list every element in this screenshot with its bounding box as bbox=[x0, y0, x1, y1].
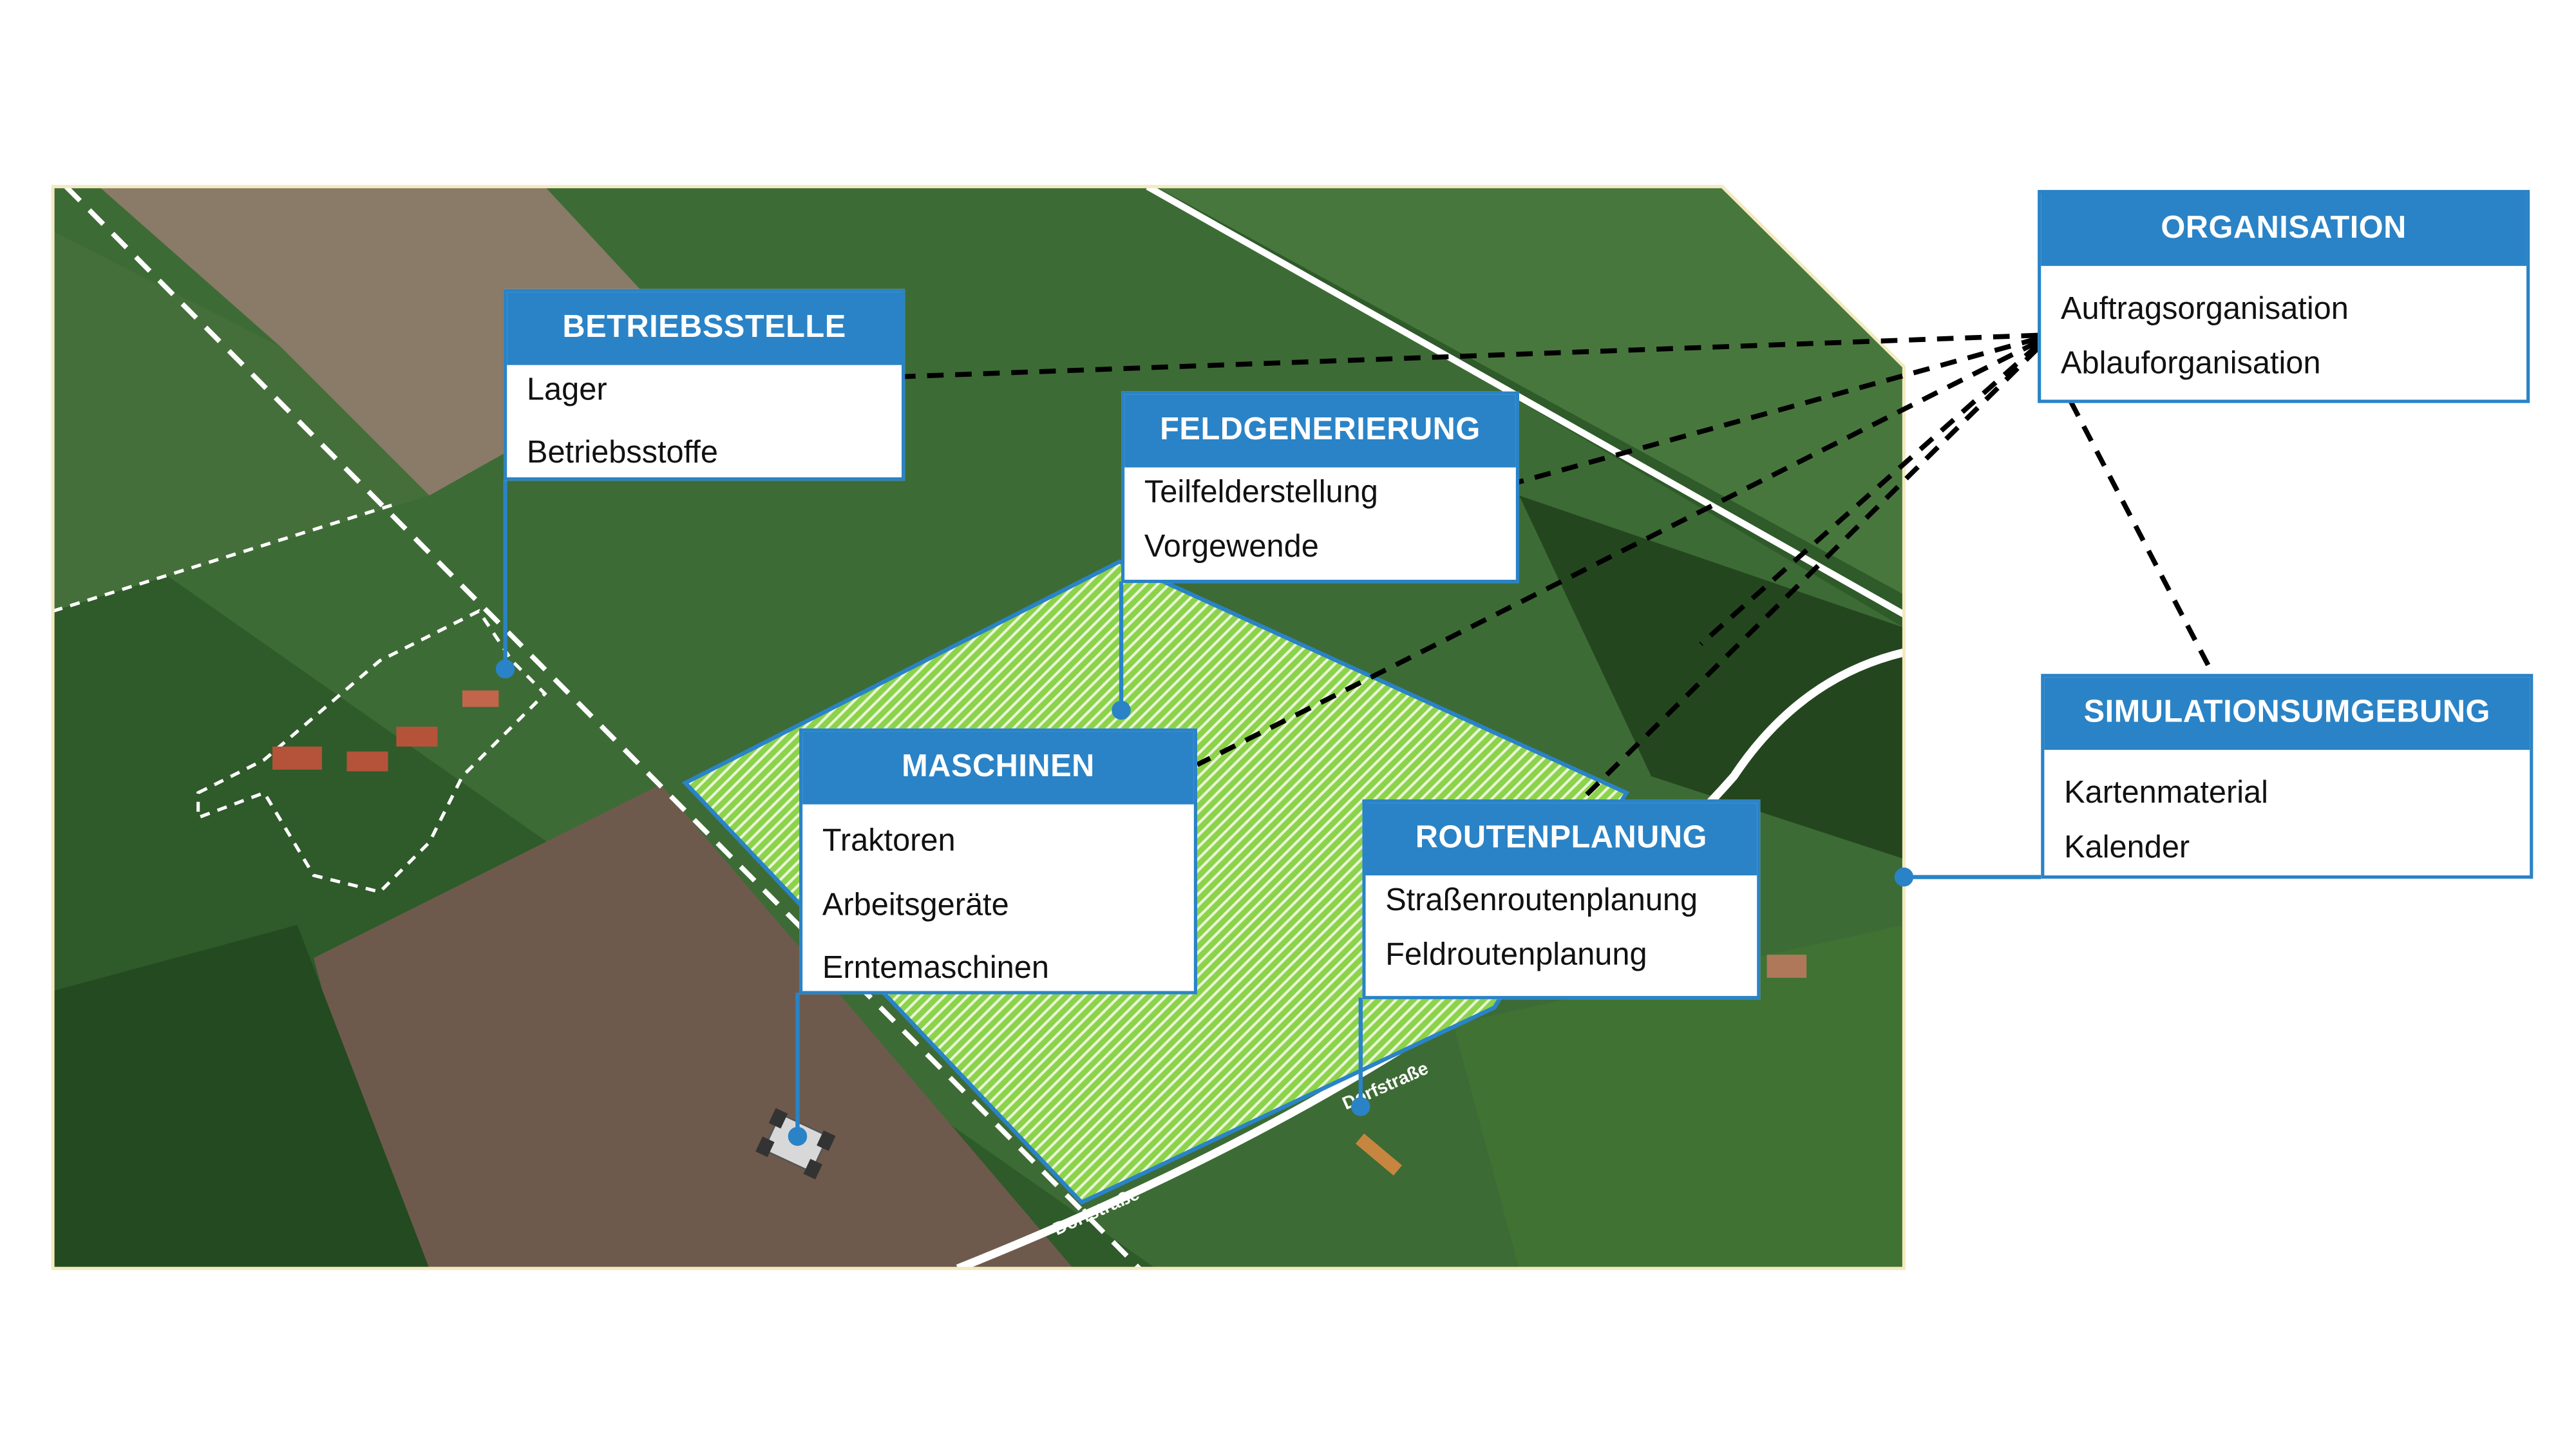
box-item: Vorgewende bbox=[1144, 530, 1319, 565]
brown-field-south bbox=[314, 784, 1074, 1269]
box-item: Auftragsorganisation bbox=[2060, 292, 2349, 327]
box-organisation: ORGANISATION Auftragsorganisation Ablauf… bbox=[2038, 189, 2530, 403]
box-title: ORGANISATION bbox=[2041, 193, 2527, 266]
box-item: Lager bbox=[526, 373, 607, 408]
box-routenplanung: ROUTENPLANUNG Straßenroutenplanung Feldr… bbox=[1362, 799, 1761, 1000]
box-feldgenerierung: FELDGENERIERUNG Teilfelderstellung Vorge… bbox=[1121, 391, 1519, 584]
box-item: Betriebsstoffe bbox=[526, 435, 718, 471]
box-title: SIMULATIONSUMGEBUNG bbox=[2044, 677, 2530, 750]
box-item: Traktoren bbox=[822, 824, 956, 859]
box-item: Kartenmaterial bbox=[2064, 776, 2268, 811]
box-title: FELDGENERIERUNG bbox=[1124, 394, 1516, 468]
box-item: Erntemaschinen bbox=[822, 951, 1049, 986]
farm-boundary bbox=[196, 609, 547, 894]
box-title: BETRIEBSSTELLE bbox=[507, 292, 902, 365]
box-betriebsstelle: BETRIEBSSTELLE Lager Betriebsstoffe bbox=[504, 289, 905, 481]
box-item: Ablauforganisation bbox=[2060, 347, 2321, 382]
box-maschinen: MASCHINEN Traktoren Arbeitsgeräte Erntem… bbox=[799, 728, 1197, 995]
box-simulationsumgebung: SIMULATIONSUMGEBUNG Kartenmaterial Kalen… bbox=[2041, 674, 2533, 879]
dashed-connectors bbox=[903, 332, 2215, 798]
box-item: Kalender bbox=[2064, 830, 2190, 866]
box-title: MASCHINEN bbox=[802, 731, 1194, 805]
box-item: Feldroutenplanung bbox=[1385, 938, 1647, 973]
box-item: Straßenroutenplanung bbox=[1385, 883, 1698, 919]
box-title: ROUTENPLANUNG bbox=[1365, 803, 1757, 875]
pin-connectors bbox=[495, 479, 2041, 1146]
box-item: Arbeitsgeräte bbox=[822, 888, 1009, 924]
box-item: Teilfelderstellung bbox=[1144, 475, 1378, 511]
